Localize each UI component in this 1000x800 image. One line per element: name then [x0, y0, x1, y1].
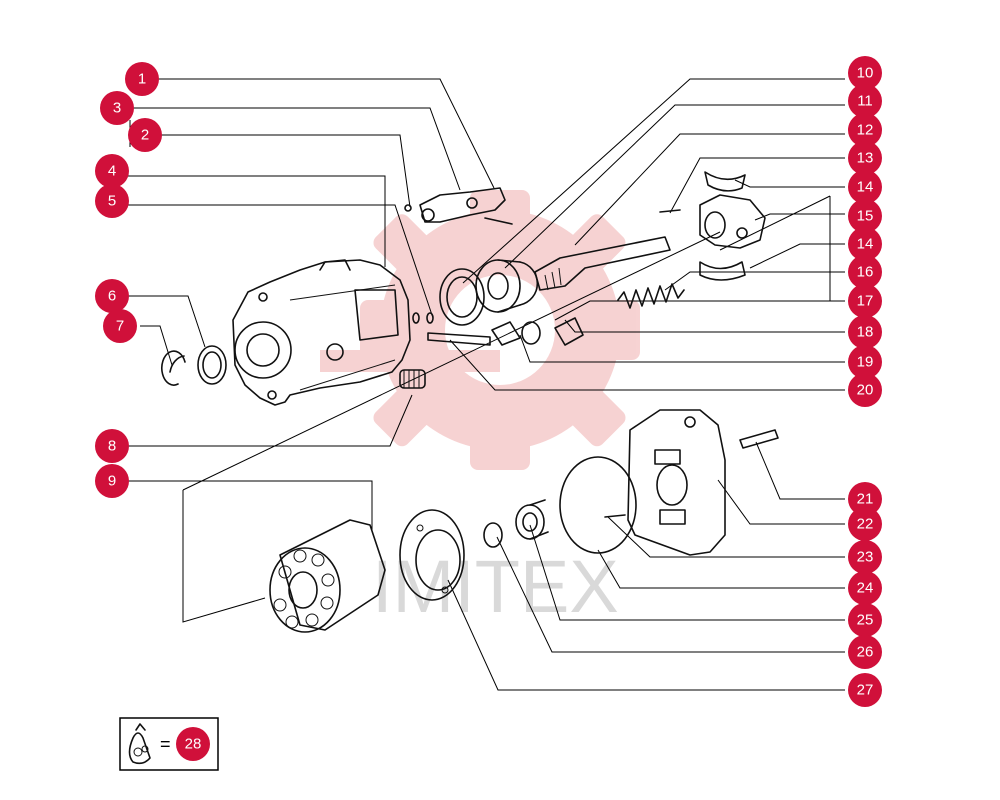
leader-lines [125, 78, 845, 691]
callout-label: 14 [857, 236, 874, 253]
callout-marker: 3 [100, 91, 134, 125]
callout-label: 6 [108, 288, 116, 305]
part-drive-shaft [534, 236, 671, 291]
part-housing [232, 259, 411, 406]
callout-marker: 10 [848, 56, 882, 90]
callout-label: 27 [857, 682, 874, 699]
callout-marker: 27 [848, 673, 882, 707]
kit-callout-marker: 28 [176, 727, 210, 761]
callout-label: 4 [108, 163, 116, 180]
callout-marker: 25 [848, 603, 882, 637]
watermark-gear-logo [320, 190, 640, 470]
callout-label: 13 [857, 150, 874, 167]
callout-label: 8 [108, 438, 116, 455]
part-o-ring [559, 456, 637, 554]
callout-marker: 19 [848, 345, 882, 379]
callout-label: 17 [857, 293, 874, 310]
part-small-rings [412, 312, 491, 346]
repair-kit-legend: = 28 [119, 717, 219, 771]
callout-label: 12 [857, 122, 874, 139]
callout-label: 24 [857, 580, 874, 597]
callout-label: 11 [857, 93, 873, 110]
callout-marker: 17 [848, 284, 882, 318]
callout-label: 19 [857, 354, 874, 371]
seal-kit-bag-icon [128, 723, 151, 765]
callout-marker: 21 [848, 482, 882, 516]
callout-marker: 14 [848, 170, 882, 204]
callout-label: 25 [857, 612, 874, 629]
watermark-text: IMITEX [372, 545, 619, 628]
callout-label: 26 [857, 644, 874, 661]
callout-label: 10 [857, 65, 874, 82]
part-control-valve [404, 187, 513, 225]
part-yoke-cradle [659, 171, 766, 281]
callout-marker: 15 [848, 199, 882, 233]
kit-callout-label: 28 [185, 736, 202, 753]
callout-marker: 2 [128, 118, 162, 152]
part-sleeves [491, 317, 584, 346]
callout-marker: 14 [848, 227, 882, 261]
part-bearing-seals [439, 259, 539, 326]
callout-label: 18 [857, 324, 874, 341]
part-bearing-rings [483, 499, 549, 548]
callout-label: 20 [857, 382, 874, 399]
callout-label: 14 [857, 179, 874, 196]
callout-marker: 7 [103, 309, 137, 343]
part-cylinder-block [269, 519, 386, 633]
callout-label: 15 [857, 208, 874, 225]
part-seal-rings-left [161, 345, 227, 386]
callout-marker: 13 [848, 141, 882, 175]
part-valve-plate [399, 509, 465, 601]
callout-marker: 12 [848, 113, 882, 147]
callout-markers: 1 3 2 4 5 6 7 8 9 10 11 12 13 14 15 14 1… [95, 56, 882, 707]
part-gear-pinion [399, 369, 426, 389]
callout-label: 3 [113, 100, 121, 117]
callout-marker: 18 [848, 315, 882, 349]
callout-label: 2 [141, 127, 149, 144]
callout-label: 21 [857, 491, 874, 508]
part-spring [617, 283, 685, 309]
callout-label: 1 [138, 71, 146, 88]
callout-label: 22 [857, 516, 874, 533]
kit-equals-sign: = [160, 734, 171, 754]
callout-marker: 11 [848, 84, 882, 118]
callout-marker: 24 [848, 571, 882, 605]
callout-marker: 5 [95, 184, 129, 218]
callout-label: 23 [857, 549, 874, 566]
callout-marker: 6 [95, 279, 129, 313]
callout-marker: 20 [848, 373, 882, 407]
callout-marker: 8 [95, 429, 129, 463]
callout-label: 5 [108, 193, 116, 210]
callout-marker: 26 [848, 635, 882, 669]
callout-marker: 4 [95, 154, 129, 188]
callout-marker: 23 [848, 540, 882, 574]
watermark: IMITEX [320, 190, 640, 628]
callout-marker: 16 [848, 255, 882, 289]
callout-label: 16 [857, 264, 874, 281]
part-end-cover [627, 409, 779, 556]
callout-marker: 1 [125, 62, 159, 96]
callout-marker: 22 [848, 507, 882, 541]
callout-label: 7 [116, 318, 124, 335]
callout-label: 9 [108, 473, 116, 490]
pump-parts [161, 171, 779, 633]
callout-marker: 9 [95, 464, 129, 498]
